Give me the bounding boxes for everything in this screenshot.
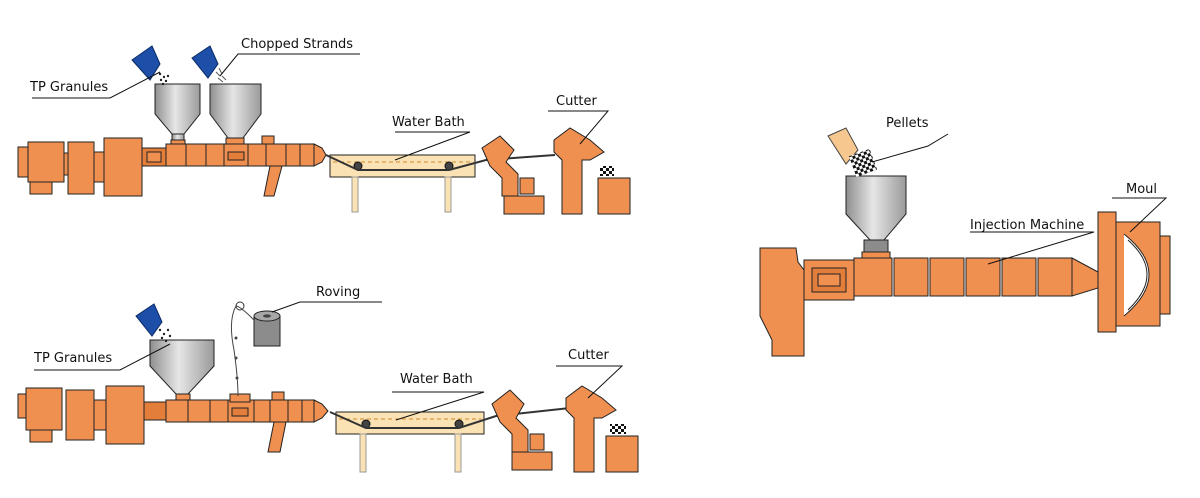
top-hopper-granules bbox=[154, 83, 201, 145]
mould-assembly bbox=[1097, 211, 1171, 333]
top-gearbox bbox=[67, 137, 143, 197]
top-coupling-inner bbox=[146, 151, 162, 163]
top-hopper-strands bbox=[209, 83, 262, 145]
bottom-coupling bbox=[143, 401, 167, 421]
injection-moulding-machine bbox=[759, 127, 1171, 357]
injection-machine-leader bbox=[970, 231, 1095, 265]
bottom-water-bath bbox=[329, 407, 571, 473]
injection-drive-housing bbox=[759, 247, 805, 357]
top-scoop-strands bbox=[191, 45, 227, 83]
top-compounding-line bbox=[17, 45, 631, 215]
top-water-bath-label: Water Bath bbox=[392, 115, 465, 130]
bottom-tp-granules-leader bbox=[34, 343, 171, 371]
pellets-label: Pellets bbox=[886, 116, 929, 131]
bottom-barrel bbox=[165, 391, 329, 423]
top-scoop-granules bbox=[131, 45, 170, 86]
bottom-puller bbox=[491, 389, 553, 471]
bottom-gearbox bbox=[65, 385, 145, 445]
bottom-barrel-stand bbox=[267, 421, 287, 453]
top-tp-granules-label: TP Granules bbox=[30, 80, 109, 95]
top-motor bbox=[17, 141, 69, 195]
mould-label: Moul bbox=[1126, 182, 1158, 197]
injection-drive-unit bbox=[803, 259, 855, 301]
bottom-roving-label: Roving bbox=[316, 285, 361, 300]
injection-barrel bbox=[853, 257, 1101, 297]
bottom-cutter-leader bbox=[556, 365, 624, 399]
top-puller bbox=[481, 135, 545, 215]
pellets-leader bbox=[871, 133, 949, 163]
injection-machine-label: Injection Machine bbox=[970, 218, 1085, 233]
top-water-bath-leader bbox=[394, 131, 471, 161]
top-barrel bbox=[165, 135, 327, 167]
injection-hopper bbox=[845, 175, 907, 259]
top-chopped-strands-leader bbox=[219, 53, 360, 77]
bottom-hopper-granules bbox=[149, 339, 215, 401]
bottom-cutter bbox=[565, 385, 639, 473]
bottom-motor bbox=[17, 387, 63, 443]
bottom-tp-granules-label: TP Granules bbox=[34, 351, 113, 366]
bottom-water-bath-leader bbox=[392, 391, 485, 421]
bottom-water-bath-label: Water Bath bbox=[400, 372, 473, 387]
bottom-scoop-granules bbox=[135, 303, 172, 343]
top-tp-granules-leader bbox=[32, 71, 161, 99]
top-cutter bbox=[553, 127, 631, 215]
bottom-roving-leader bbox=[271, 301, 382, 313]
bottom-cutter-label: Cutter bbox=[568, 348, 609, 363]
bottom-compounding-line bbox=[17, 301, 639, 473]
top-chopped-strands-label: Chopped Strands bbox=[241, 37, 354, 52]
pellets-scoop bbox=[827, 127, 878, 178]
bottom-roving-spool bbox=[230, 301, 281, 397]
top-barrel-stand bbox=[263, 165, 283, 197]
top-cutter-label: Cutter bbox=[556, 94, 597, 109]
top-cutter-leader bbox=[548, 110, 610, 145]
mould-leader bbox=[1112, 197, 1168, 233]
